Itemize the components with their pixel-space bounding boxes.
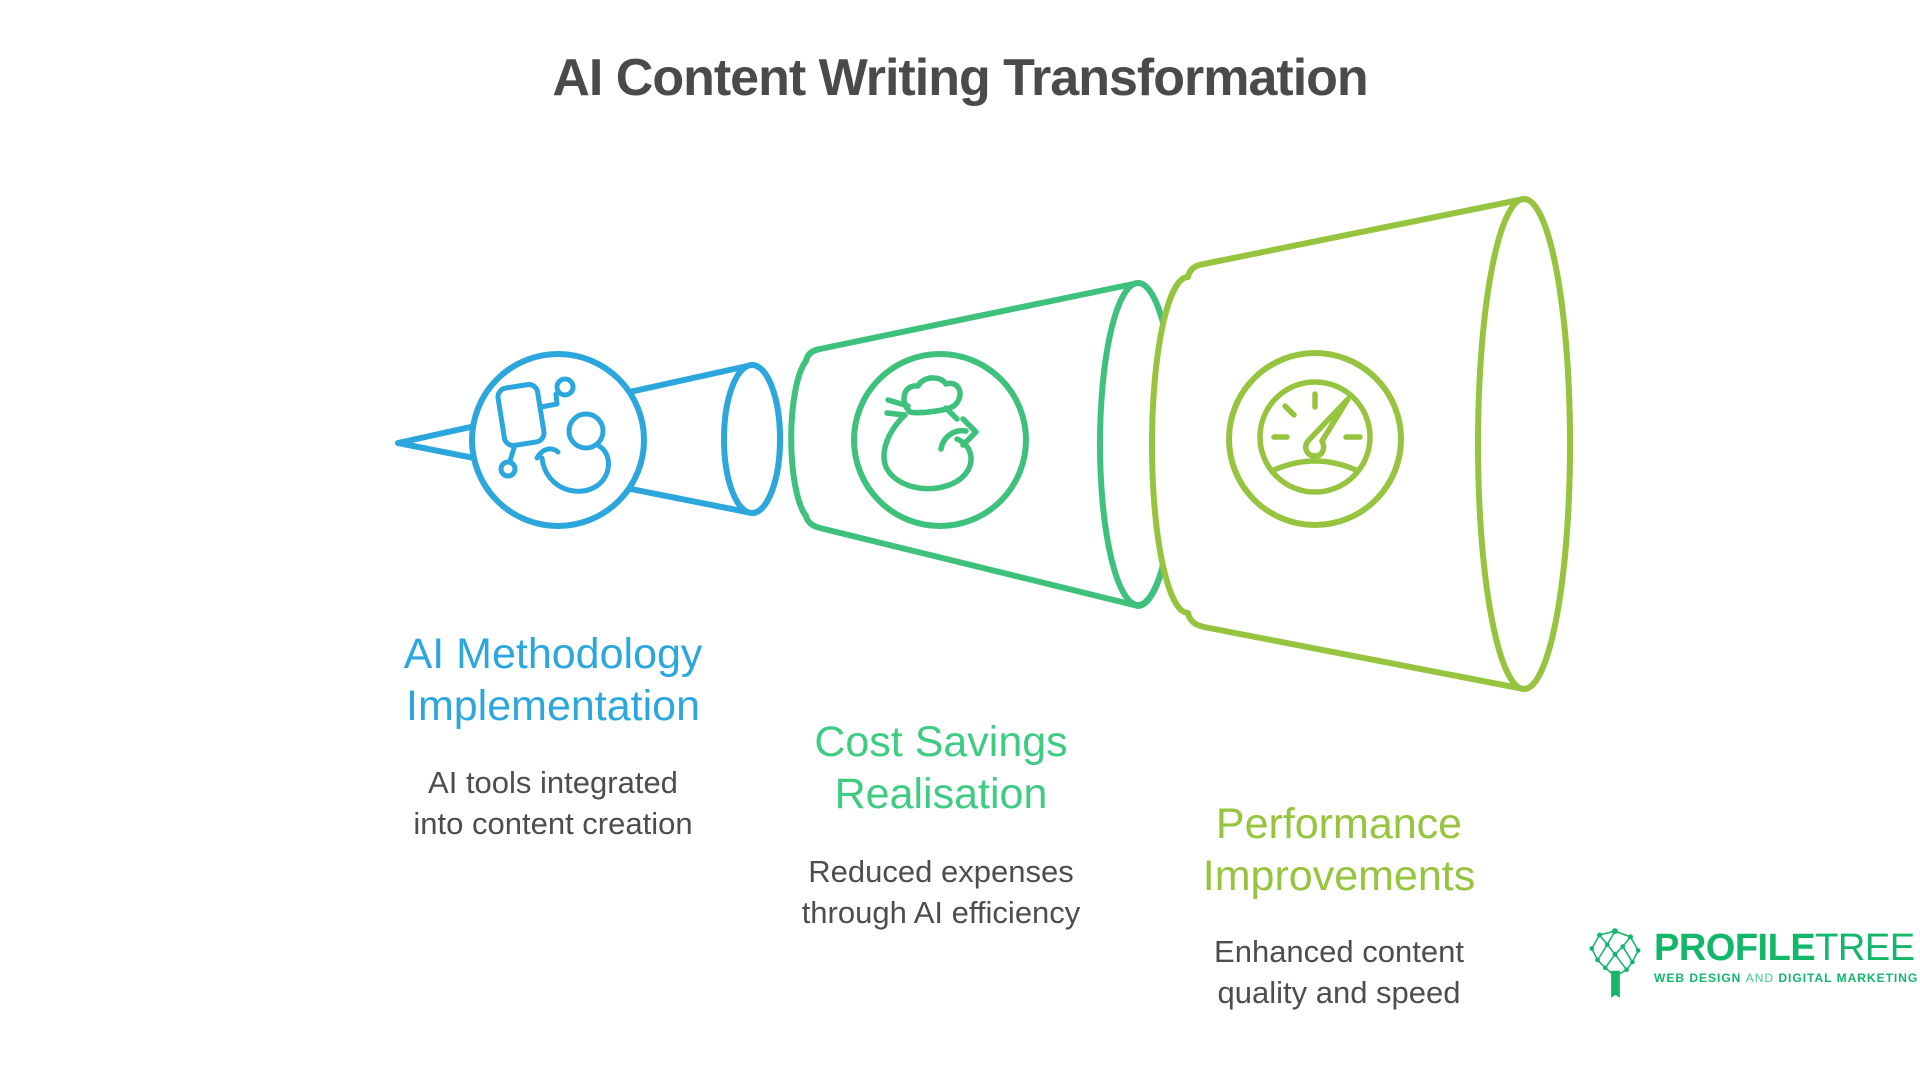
money-bag-cycle-icon [881, 375, 979, 492]
stage2-desc-line2: through AI efficiency [801, 895, 1081, 930]
funnel-segment-3 [1149, 196, 1573, 692]
stage1-heading-line2: Implementation [405, 682, 700, 730]
funnel-segment-1-endcap [721, 362, 783, 516]
logo-tagline-webdesign: WEB DESIGN [1654, 971, 1742, 985]
funnel-segment-3-endcap [1475, 196, 1573, 692]
stage3-desc-line2: quality and speed [1217, 975, 1461, 1010]
logo-wordmark-profile: PROFILE [1654, 927, 1816, 969]
stage3-heading: Performance Improvements [1203, 798, 1475, 902]
stage2-heading: Cost Savings Realisation [814, 716, 1067, 820]
logo-wordmark: PROFILETREE [1654, 928, 1918, 968]
profiletree-logo: PROFILETREE WEB DESIGN AND DIGITAL MARKE… [1586, 924, 1918, 1002]
stage2-description: Reduced expenses through AI efficiency [802, 851, 1081, 933]
stage1-desc-line2: into content creation [413, 806, 693, 841]
funnel-segment-2 [788, 280, 1180, 609]
speedometer-icon [1257, 379, 1373, 495]
stage1-heading: AI Methodology Implementation [404, 628, 703, 732]
logo-tagline-and: AND [1745, 971, 1775, 985]
page-title: AI Content Writing Transformation [552, 49, 1368, 107]
stage1-description: AI tools integrated into content creatio… [413, 762, 692, 844]
stage3-desc-line1: Enhanced content [1214, 934, 1464, 969]
stage2-desc-line1: Reduced expenses [808, 854, 1074, 889]
logo-wordmark-tree: TREE [1815, 927, 1915, 969]
stage3-heading-line2: Improvements [1202, 852, 1476, 900]
profiletree-tree-icon [1589, 928, 1641, 998]
stage2-heading-line2: Realisation [834, 770, 1048, 818]
stage2-heading-line1: Cost Savings [814, 718, 1068, 766]
stage3-heading-line1: Performance [1215, 800, 1463, 848]
funnel-segment-1 [395, 351, 783, 529]
logo-tagline-marketing: DIGITAL MARKETING [1778, 971, 1919, 985]
logo-tagline: WEB DESIGN AND DIGITAL MARKETING [1654, 971, 1918, 985]
stage3-description: Enhanced content quality and speed [1214, 931, 1464, 1013]
stage1-desc-line1: AI tools integrated [428, 765, 678, 800]
stage1-heading-line1: AI Methodology [403, 630, 703, 678]
person-with-ai-board-icon [495, 376, 611, 494]
